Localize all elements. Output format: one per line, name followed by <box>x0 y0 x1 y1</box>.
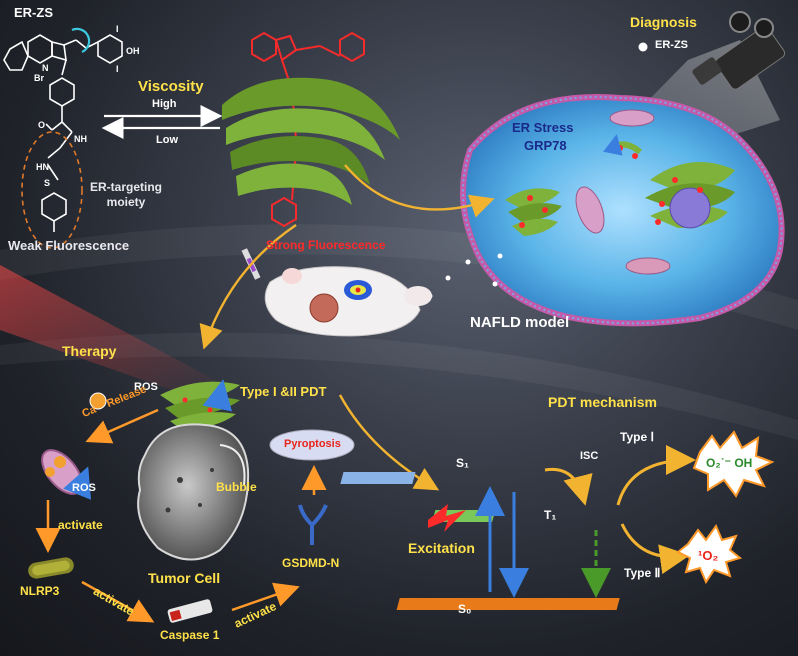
s0-label: S₀ <box>458 602 472 616</box>
excitation-lightning-icon <box>428 504 466 532</box>
ros-top-label: ROS <box>134 381 158 393</box>
activate-arrow-3 <box>231 582 300 612</box>
nucleus <box>669 187 711 229</box>
type2-arrow <box>620 523 690 575</box>
radicals-label: O₂˙⁻ OH <box>706 456 753 470</box>
atom-br: Br <box>34 73 45 83</box>
atom-o: O <box>38 120 46 130</box>
legend-er-zs: ER-ZS <box>655 39 688 51</box>
isc-arrow <box>544 467 593 506</box>
strong-fluorescence-label: Strong Fluorescence <box>266 238 386 252</box>
mitochondrion <box>575 186 605 234</box>
atom-n: N <box>42 63 49 73</box>
s0-level <box>396 598 620 610</box>
atom-nh: NH <box>74 134 87 144</box>
caspase-label: Caspase 1 <box>160 628 220 642</box>
caspase-scissors <box>167 599 213 623</box>
er-zs-legend-dot <box>638 42 648 52</box>
laser-beam <box>0 265 215 400</box>
low-label: Low <box>156 134 178 146</box>
tumor-cell-image <box>137 423 250 561</box>
singlet-oxygen-burst <box>676 523 743 585</box>
camera-icon <box>692 11 786 90</box>
singlet-oxygen-label: ¹O₂ <box>698 548 719 563</box>
diagnosis-label: Diagnosis <box>630 14 697 30</box>
therapy-label: Therapy <box>62 343 117 359</box>
mechanism-arrow <box>338 394 440 491</box>
calcium-ion <box>89 392 107 410</box>
bubble-label: Bubble <box>216 480 257 494</box>
mouse-model <box>264 266 432 337</box>
type1-label: Type Ⅰ <box>620 430 654 444</box>
vesicle <box>625 257 671 275</box>
grp78-label: GRP78 <box>524 138 567 153</box>
atom-i-top: I <box>116 24 119 34</box>
atom-i-bottom: I <box>116 64 119 74</box>
liver-cell <box>460 94 785 327</box>
er-membrane-stack <box>222 77 400 205</box>
gsdmd-n-icon <box>298 504 328 545</box>
pyroptosis-label: Pyroptosis <box>284 438 341 450</box>
pyroptosis-bubble <box>269 429 355 461</box>
fluorescent-spots <box>519 145 703 228</box>
er-targeting-highlight <box>21 131 83 249</box>
type-pdt-label: Type I &II PDT <box>240 384 327 399</box>
probe-name: ER-ZS <box>14 5 53 20</box>
atom-hn: HN <box>36 162 49 172</box>
mitochondrion <box>609 109 655 127</box>
radicals-burst <box>692 430 775 498</box>
excitation-label: Excitation <box>408 540 475 556</box>
type2-label: Type Ⅱ <box>624 566 661 580</box>
weak-fluorescence-label: Weak Fluorescence <box>8 238 130 253</box>
diagnosis-arrow <box>344 164 495 218</box>
nlrp3-label: NLRP3 <box>20 584 60 598</box>
isc-label: ISC <box>580 450 599 462</box>
s1-label: S₁ <box>456 456 469 470</box>
activate-arrow-2 <box>81 580 155 623</box>
er-targeting-label: ER-targeting moiety <box>90 180 162 209</box>
type1-arrow <box>616 445 696 506</box>
viscosity-label: Viscosity <box>138 78 204 95</box>
therapy-arrow <box>199 224 297 350</box>
mechanism-title: PDT mechanism <box>548 394 657 410</box>
activate-label-1: activate <box>58 518 103 532</box>
high-label: High <box>152 98 177 110</box>
nafld-label: NAFLD model <box>470 314 570 331</box>
er-stress-label: ER Stress <box>512 120 574 135</box>
t1-label: T₁ <box>544 508 557 522</box>
gsdmd-label: GSDMD-N <box>282 556 340 570</box>
nlrp3-complex <box>28 557 74 579</box>
ca-release-arrow <box>85 408 159 444</box>
atom-oh: OH <box>126 46 140 56</box>
s1-level <box>340 472 416 484</box>
tumor-cell-label: Tumor Cell <box>148 570 221 586</box>
ros-mito-label: ROS <box>72 482 96 494</box>
atom-s: S <box>44 178 51 188</box>
